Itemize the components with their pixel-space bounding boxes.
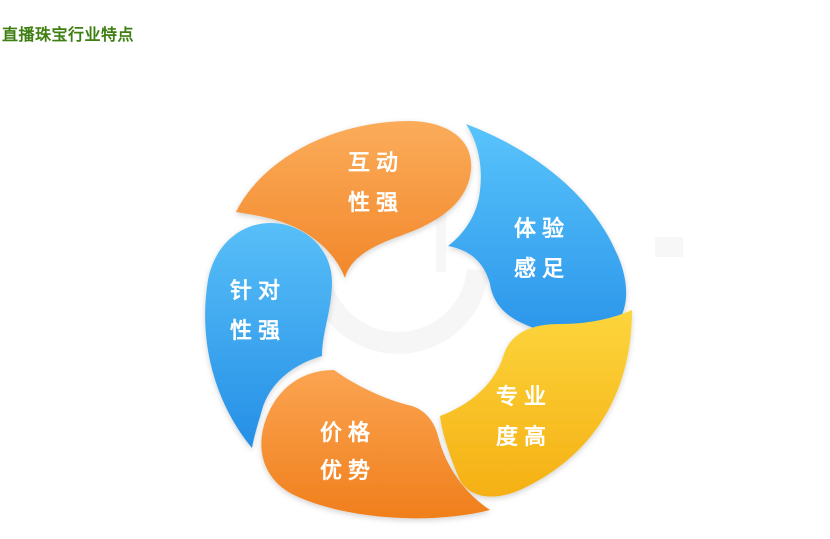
label-price: 价格 优势 (320, 420, 376, 484)
label-targeting: 针对 性强 (230, 278, 286, 344)
svg-text:专业: 专业 (496, 384, 552, 410)
segment-experience (448, 124, 627, 338)
segment-professional (440, 310, 632, 497)
svg-text:度高: 度高 (496, 424, 552, 450)
label-professional: 专业 度高 (496, 384, 552, 450)
svg-text:互动: 互动 (348, 151, 404, 176)
segment-price (261, 370, 490, 519)
segment-targeting (205, 222, 332, 448)
segment-interaction (236, 121, 472, 278)
svg-text:感足: 感足 (514, 256, 570, 282)
label-interaction: 互动 性强 (348, 151, 404, 216)
svg-text:价格: 价格 (320, 420, 376, 446)
label-experience: 体验 感足 (514, 216, 570, 282)
svg-text:优势: 优势 (320, 458, 376, 484)
svg-text:体验: 体验 (514, 216, 570, 242)
svg-text:针对: 针对 (230, 278, 286, 304)
svg-text:性强: 性强 (348, 191, 404, 216)
svg-text:性强: 性强 (230, 319, 286, 344)
page-title: 直播珠宝行业特点 (2, 25, 135, 44)
